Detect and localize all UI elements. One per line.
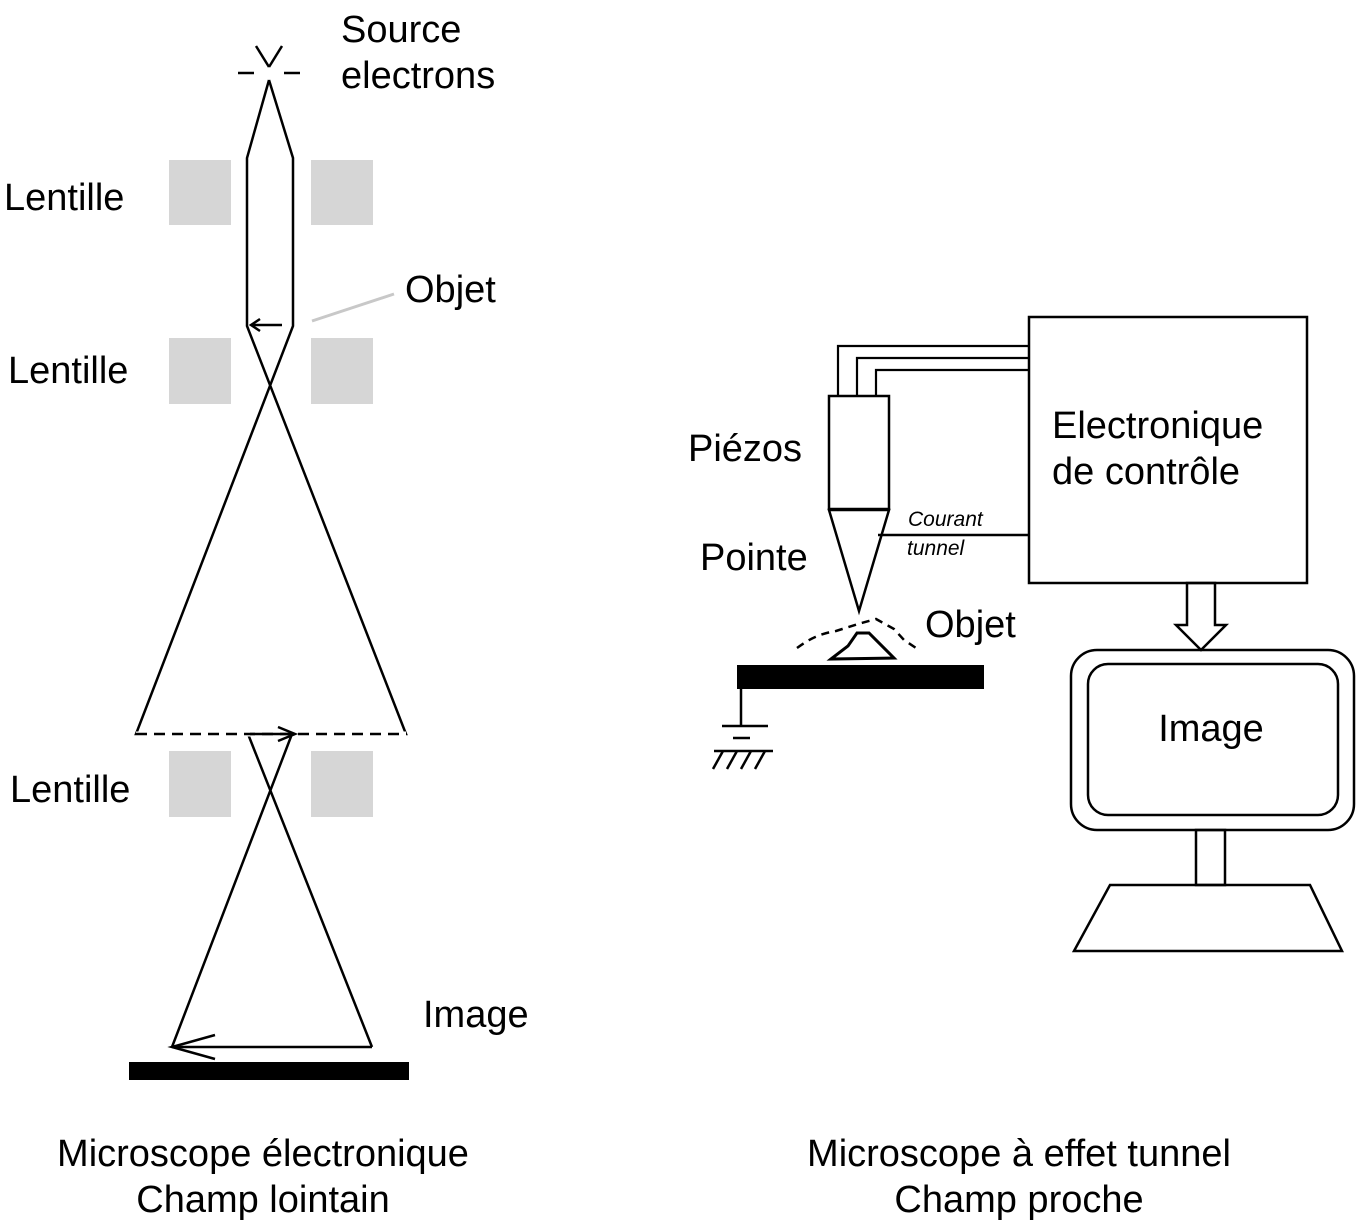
lens-3-right-pole [311, 751, 373, 817]
object-label-right: Objet [925, 604, 1016, 646]
left-caption-line1: Microscope électronique [57, 1133, 469, 1175]
lens-1-left-pole [169, 160, 231, 225]
electron-microscope: Source electrons Lentille Lentille Lenti… [4, 9, 529, 1221]
tip-icon [827, 508, 891, 616]
piezo-control-cables [836, 344, 1029, 396]
scan-trajectory [796, 617, 917, 650]
source-label-line1: Source [341, 9, 461, 51]
image-label: Image [423, 994, 529, 1036]
sample-stage [737, 665, 984, 689]
electron-source-icon [238, 45, 300, 75]
monitor-screen [1086, 662, 1340, 817]
current-label-line2: tunnel [907, 537, 966, 560]
object-leader-line [311, 292, 395, 323]
lens-2-right-pole [311, 338, 373, 404]
current-label-line1: Courant [908, 508, 984, 531]
control-label-line1: Electronique [1052, 405, 1263, 447]
lens-label-2: Lentille [8, 350, 128, 392]
lens-3-left-pole [169, 751, 231, 817]
lens-label-3: Lentille [10, 769, 130, 811]
control-label-line2: de contrôle [1052, 451, 1240, 493]
control-electronics-box [1027, 315, 1309, 585]
piezo-label: Piézos [688, 428, 802, 470]
ground-icon [711, 689, 773, 770]
lens-2-left-pole [169, 338, 231, 404]
lens-1-right-pole [311, 160, 373, 225]
signal-arrow-icon [1172, 581, 1230, 652]
sample-object [826, 631, 898, 661]
intermediate-image-arrow-icon [250, 725, 299, 743]
final-image-arrow-icon [167, 1033, 372, 1061]
right-caption-line2: Champ proche [894, 1179, 1143, 1221]
beam-ray-right [134, 79, 295, 1048]
right-caption-line1: Microscope à effet tunnel [807, 1133, 1231, 1175]
screen-image-label: Image [1158, 708, 1264, 750]
left-caption-line2: Champ lointain [136, 1179, 389, 1221]
source-label-line2: electrons [341, 55, 495, 97]
piezo-block [827, 394, 891, 511]
lens-label-1: Lentille [4, 177, 124, 219]
image-screen [129, 1062, 409, 1080]
object-arrow-icon [248, 317, 282, 333]
object-label: Objet [405, 269, 496, 311]
beam-ray-left [245, 79, 408, 1048]
monitor-icon [1069, 648, 1356, 953]
tunneling-microscope: Electronique de contrôle Piézos Pointe C… [688, 315, 1356, 1221]
tip-label: Pointe [700, 537, 808, 579]
